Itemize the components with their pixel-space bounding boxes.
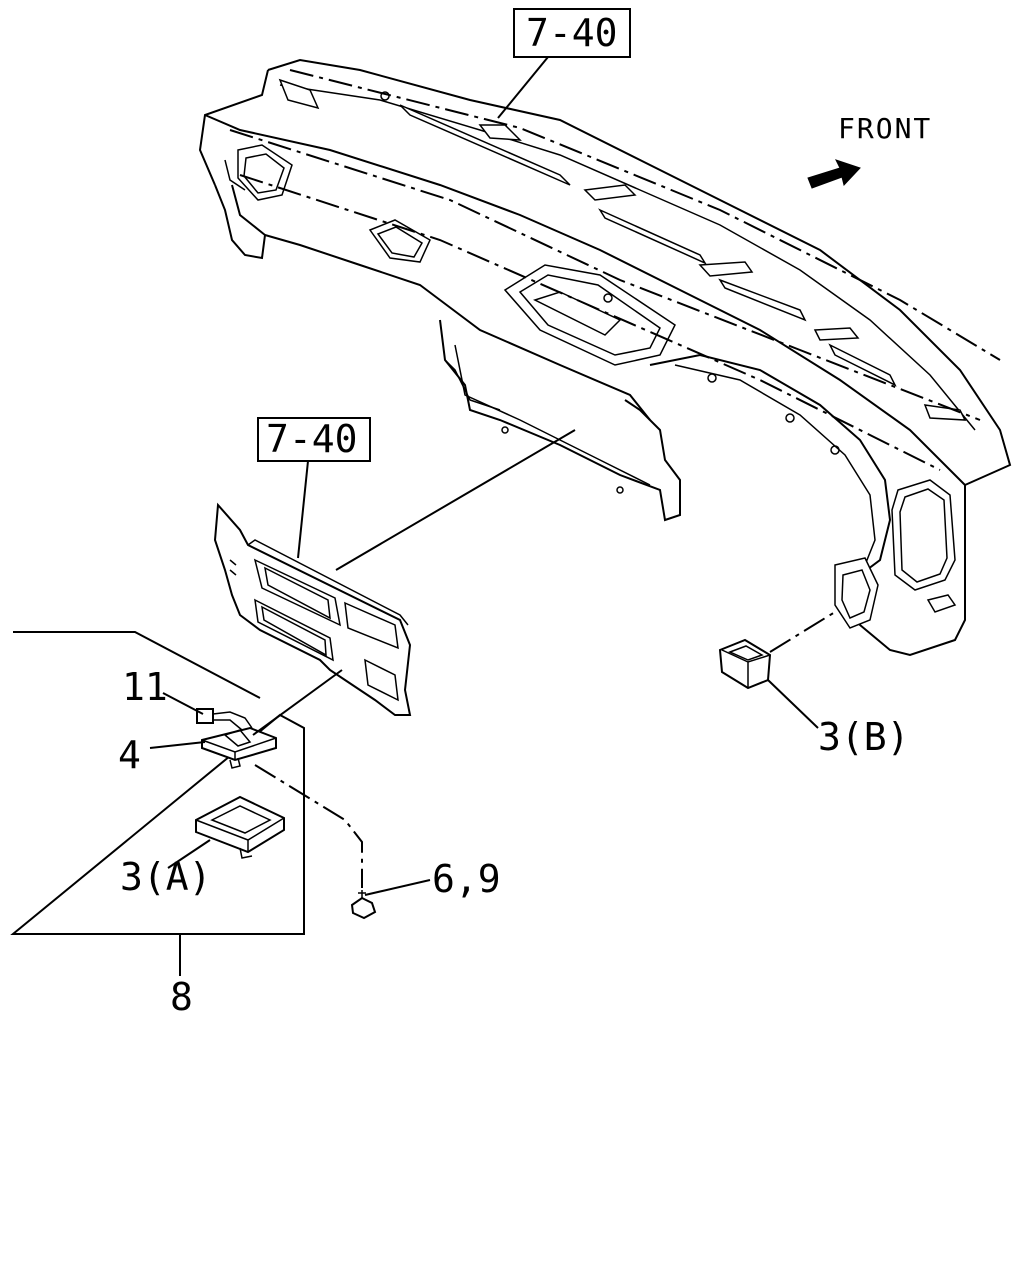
ashtray-3b (718, 638, 772, 690)
reference-label-top: 7-40 (526, 11, 618, 55)
callout-4: 4 (118, 733, 141, 777)
callout-11: 11 (122, 665, 168, 709)
reference-box-top (513, 8, 631, 58)
screw-clip-6-9 (350, 890, 377, 920)
defroster-slots (399, 104, 897, 387)
assembly-8-box (10, 631, 305, 935)
leader-lines (149, 56, 819, 976)
lamp-bracket-4 (201, 726, 277, 769)
ashtray-3a (195, 795, 285, 859)
instrument-panel (198, 58, 1012, 657)
reference-label-mid: 7-40 (266, 417, 358, 461)
front-arrow-icon (807, 159, 861, 189)
callout-6-9: 6,9 (432, 857, 501, 901)
callout-3b: 3(B) (818, 715, 910, 759)
harness-connector-11 (196, 708, 253, 731)
callout-8: 8 (170, 975, 193, 1019)
center-bezel (213, 502, 412, 716)
front-label: FRONT (838, 112, 932, 145)
reference-box-mid (257, 417, 371, 462)
callout-3a: 3(A) (120, 855, 212, 899)
alignment-lines (229, 69, 1001, 888)
